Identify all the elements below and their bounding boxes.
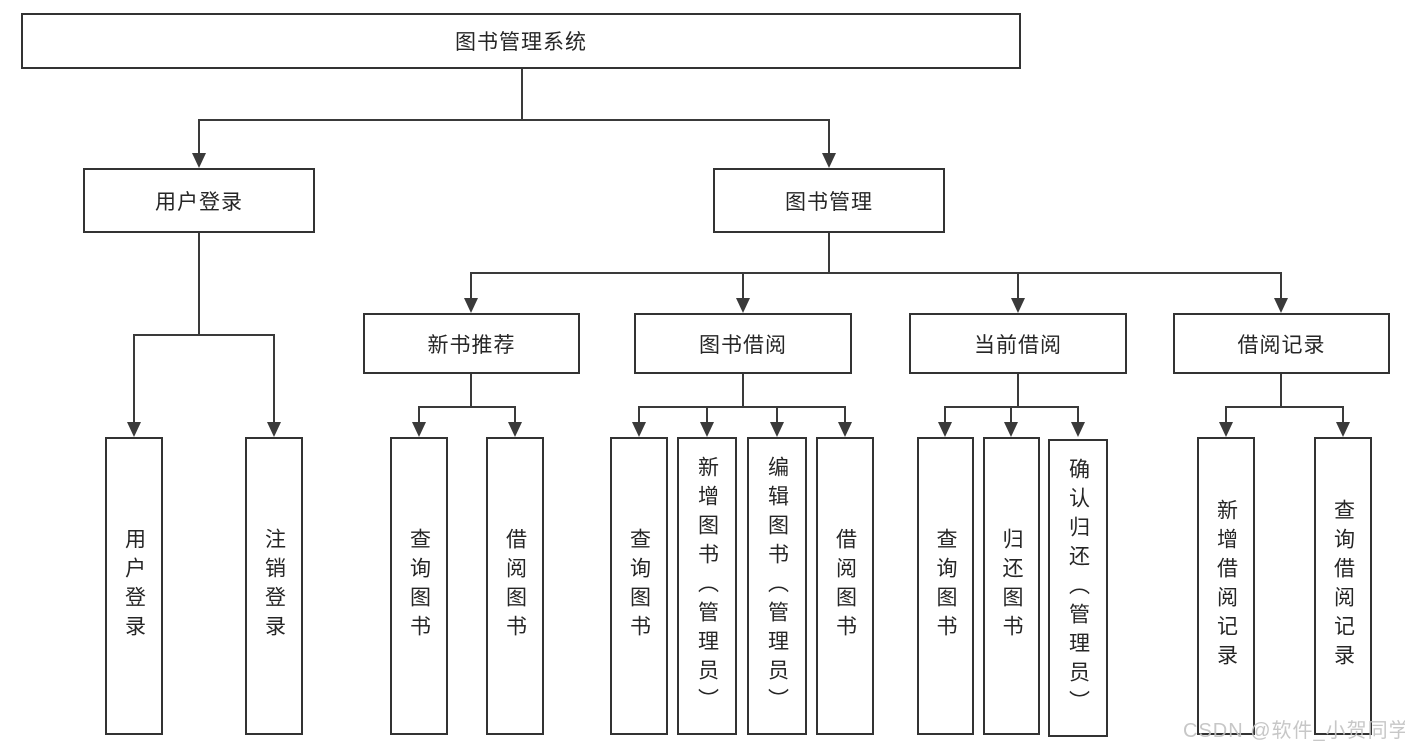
arrow-g4-c3 bbox=[1071, 422, 1085, 437]
edge-to-borrow-records-stem bbox=[1280, 272, 1282, 301]
edge-borrow-records-horizontal bbox=[1225, 406, 1344, 408]
node-label: 当前借阅 bbox=[974, 333, 1062, 357]
arrow-g4-c2 bbox=[1004, 422, 1018, 437]
leaf-label: 查询图书 bbox=[407, 528, 431, 644]
edge-new-book-rec-horizontal bbox=[418, 406, 516, 408]
leaf-user-login: 用户登录 bbox=[105, 437, 163, 735]
edge-g4-c3-stem bbox=[1077, 406, 1079, 425]
leaf-return-book: 归还图书 bbox=[983, 437, 1040, 735]
arrow-g3-c3 bbox=[770, 422, 784, 437]
leaf-label: 查询图书 bbox=[627, 528, 651, 644]
leaf-label: 借阅图书 bbox=[833, 528, 857, 644]
edge-g3-c1-stem bbox=[638, 406, 640, 425]
node-label: 借阅记录 bbox=[1237, 333, 1326, 357]
edge-g4-c2-stem bbox=[1010, 406, 1012, 425]
leaf-label: 用户登录 bbox=[122, 528, 146, 644]
edge-to-leaf-login-stem bbox=[133, 334, 135, 425]
arrow-to-borrow-records bbox=[1274, 298, 1288, 313]
leaf-confirm-return-admin: 确认归还（管理员） bbox=[1048, 439, 1108, 737]
edge-g5-c2-stem bbox=[1342, 406, 1344, 425]
edge-user-login-stub bbox=[198, 233, 200, 336]
arrow-g2-c2 bbox=[508, 422, 522, 437]
edge-g3-c2-stem bbox=[706, 406, 708, 425]
arrow-to-new-book-rec bbox=[464, 298, 478, 313]
edge-to-leaf-logout-stem bbox=[273, 334, 275, 425]
arrow-g5-c2 bbox=[1336, 422, 1350, 437]
node-borrowing-records: 借阅记录 bbox=[1173, 313, 1390, 374]
leaf-add-book-admin: 新增图书（管理员） bbox=[677, 437, 737, 735]
leaf-label: 注销登录 bbox=[262, 528, 286, 644]
node-book-borrowing: 图书借阅 bbox=[634, 313, 852, 374]
leaf-borrow-book-recommend: 借阅图书 bbox=[486, 437, 544, 735]
edge-book-borrow-stub bbox=[742, 374, 744, 408]
leaf-label: 查询借阅记录 bbox=[1331, 499, 1355, 673]
arrow-to-user-login bbox=[192, 153, 206, 168]
arrow-g4-c1 bbox=[938, 422, 952, 437]
edge-g3-c4-stem bbox=[844, 406, 846, 425]
edge-level3-horizontal bbox=[470, 272, 1282, 274]
edge-to-new-book-rec-stem bbox=[470, 272, 472, 301]
edge-to-book-mgmt-stem bbox=[828, 119, 830, 156]
edge-g2-c1-stem bbox=[418, 406, 420, 425]
arrow-g2-c1 bbox=[412, 422, 426, 437]
csdn-watermark: CSDN @软件_小贺同学 bbox=[1183, 720, 1405, 742]
edge-user-login-horizontal bbox=[133, 334, 275, 336]
edge-g5-c1-stem bbox=[1225, 406, 1227, 425]
edge-root-stub bbox=[521, 69, 523, 121]
node-new-book-recommend: 新书推荐 bbox=[363, 313, 580, 374]
edge-current-borrow-stub bbox=[1017, 374, 1019, 408]
arrow-g3-c4 bbox=[838, 422, 852, 437]
arrow-to-book-mgmt bbox=[822, 153, 836, 168]
arrow-g3-c2 bbox=[700, 422, 714, 437]
leaf-label: 归还图书 bbox=[1000, 528, 1023, 644]
edge-g4-c1-stem bbox=[944, 406, 946, 425]
leaf-label: 编辑图书（管理员） bbox=[765, 455, 789, 717]
leaf-label: 查询图书 bbox=[934, 528, 957, 644]
edge-level1-horizontal bbox=[198, 119, 830, 121]
leaf-logout: 注销登录 bbox=[245, 437, 303, 735]
leaf-query-book-recommend: 查询图书 bbox=[390, 437, 448, 735]
leaf-label: 确认归还（管理员） bbox=[1066, 457, 1090, 719]
node-library-management-system: 图书管理系统 bbox=[21, 13, 1021, 69]
node-current-borrowing: 当前借阅 bbox=[909, 313, 1127, 374]
arrow-g3-c1 bbox=[632, 422, 646, 437]
edge-new-book-rec-stub bbox=[470, 374, 472, 408]
edge-borrow-records-stub bbox=[1280, 374, 1282, 408]
leaf-add-borrow-record: 新增借阅记录 bbox=[1197, 437, 1255, 735]
leaf-query-borrow-record: 查询借阅记录 bbox=[1314, 437, 1372, 735]
edge-to-book-borrow-stem bbox=[742, 272, 744, 301]
edge-g2-c2-stem bbox=[514, 406, 516, 425]
edge-g3-c3-stem bbox=[776, 406, 778, 425]
leaf-borrow-book: 借阅图书 bbox=[816, 437, 874, 735]
edge-book-borrow-horizontal bbox=[638, 406, 846, 408]
leaf-label: 新增借阅记录 bbox=[1214, 499, 1238, 673]
leaf-edit-book-admin: 编辑图书（管理员） bbox=[747, 437, 807, 735]
arrow-g5-c1 bbox=[1219, 422, 1233, 437]
edge-to-user-login-stem bbox=[198, 119, 200, 156]
node-user-login-module: 用户登录 bbox=[83, 168, 315, 233]
leaf-query-book-current: 查询图书 bbox=[917, 437, 974, 735]
arrow-to-leaf-login bbox=[127, 422, 141, 437]
node-label: 图书管理系统 bbox=[455, 31, 587, 54]
node-label: 图书管理 bbox=[785, 190, 873, 214]
node-label: 用户登录 bbox=[155, 190, 243, 214]
node-label: 新书推荐 bbox=[427, 333, 516, 357]
edge-book-mgmt-stub bbox=[828, 233, 830, 274]
edge-to-current-borrow-stem bbox=[1017, 272, 1019, 301]
leaf-label: 借阅图书 bbox=[503, 528, 527, 644]
leaf-query-book-borrowing: 查询图书 bbox=[610, 437, 668, 735]
node-book-management-module: 图书管理 bbox=[713, 168, 945, 233]
node-label: 图书借阅 bbox=[699, 333, 787, 357]
leaf-label: 新增图书（管理员） bbox=[695, 455, 719, 717]
arrow-to-leaf-logout bbox=[267, 422, 281, 437]
arrow-to-book-borrow bbox=[736, 298, 750, 313]
arrow-to-current-borrow bbox=[1011, 298, 1025, 313]
